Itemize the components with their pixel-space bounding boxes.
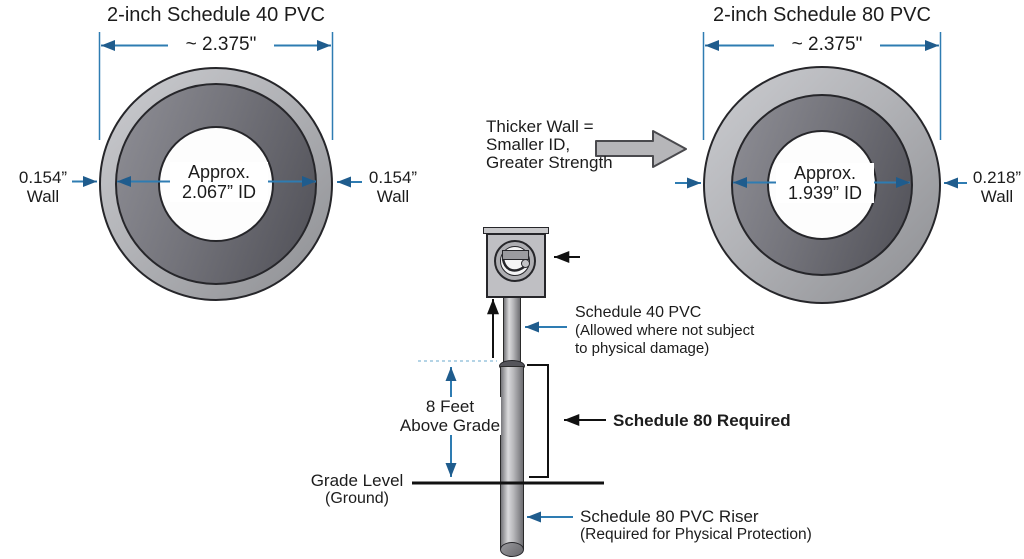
thicker-wall-callout: Thicker Wall = Smaller ID, Greater Stren… [486,118,613,172]
left-pipe-od-label: ~ 2.375" [168,35,274,55]
right-pipe-id-line1: Approx. [793,163,857,183]
left-pipe-wall-label-right: 0.154” Wall [364,168,422,206]
riser-label-note: (Required for Physical Protection) [580,526,812,543]
height-line1: 8 Feet [425,397,475,416]
schedule80-riser-pipe [500,366,524,549]
callout-line1: Thicker Wall = [486,117,594,136]
left-pipe-id-line1: Approx. [187,162,251,182]
right-pipe-id-label: Approx. 1.939” ID [776,163,874,203]
wall-unit: Wall [980,187,1014,206]
left-pipe-wall-label-left: 0.154” Wall [12,168,74,206]
sched40-label-note1: (Allowed where not subject [575,322,755,339]
right-pipe-od-label: ~ 2.375" [774,35,880,55]
right-pipe-wall-label-right: 0.218” Wall [967,168,1024,206]
grade-line1: Grade Level [310,471,404,490]
wall-value: 0.154” [18,168,68,187]
grade-line2: (Ground) [324,490,390,507]
left-pipe-title: 2-inch Schedule 40 PVC [107,4,325,26]
sched80-required-label: Schedule 80 Required [613,411,791,430]
wall-value: 0.154” [368,168,418,187]
meter-register-display [502,250,529,260]
wall-unit: Wall [376,187,410,206]
callout-line3: Greater Strength [486,153,613,172]
sched40-label-note2: to physical damage) [575,340,710,357]
grade-level-label: Grade Level (Ground) [305,471,409,508]
eight-feet-label: 8 Feet Above Grade [399,397,501,435]
left-pipe-id-label: Approx. 2.067” ID [170,162,268,202]
right-pipe-id-line2: 1.939” ID [787,183,863,203]
riser-pipe-bottom-end [500,542,524,557]
left-pipe-id-line2: 2.067” ID [181,182,257,202]
thicker-wall-arrow-icon [595,130,687,168]
height-line2: Above Grade [399,416,501,435]
wall-value: 0.218” [972,168,1022,187]
riser-label: Schedule 80 PVC Riser (Required for Phys… [580,507,812,544]
callout-line2: Smaller ID, [486,135,571,154]
sched80-required-bracket [527,364,549,478]
sched40-pipe-label: Schedule 40 PVC (Allowed where not subje… [575,304,754,358]
meter-pointer-swoosh [501,258,525,272]
wall-unit: Wall [26,187,60,206]
meter-dial-knob [521,259,530,268]
sched40-label-title: Schedule 40 PVC [575,304,702,321]
riser-label-title: Schedule 80 PVC Riser [580,507,759,526]
right-pipe-title: 2-inch Schedule 80 PVC [713,4,931,26]
